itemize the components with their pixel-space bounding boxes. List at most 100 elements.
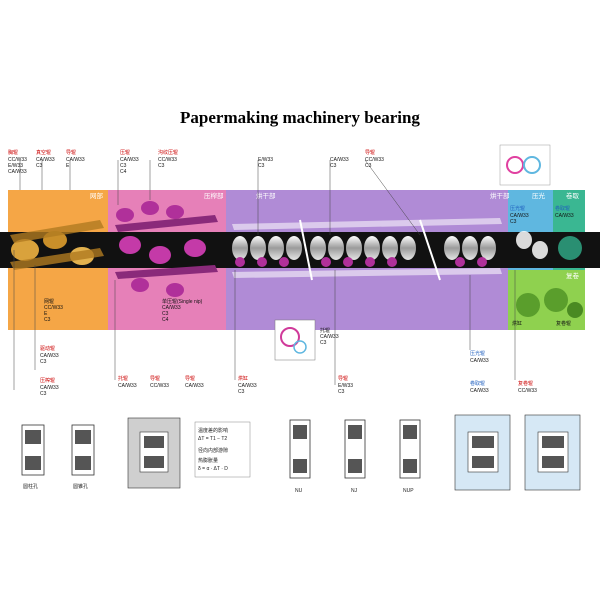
svg-text:CA/W33: CA/W33 — [40, 385, 59, 391]
housed-bearing-unit-1 — [454, 414, 511, 491]
svg-text:CC/W33: CC/W33 — [8, 157, 27, 163]
callout-carrier-roll: 托辊 CA/W33 C3 — [320, 327, 339, 346]
callout-guide-roll-b3: 导辊 E/W33 C3 — [338, 375, 353, 395]
zone-label-press: 压榨部 — [204, 191, 224, 200]
svg-text:CA/W33: CA/W33 — [320, 334, 339, 340]
callout-single-nip: 单压辊(Single nip) CA/W33 C3 C4 — [162, 298, 203, 323]
svg-text:CC/W33: CC/W33 — [44, 305, 63, 311]
callout-winder-b: 复卷辊 CC/W33 — [518, 380, 537, 394]
svg-text:CA/W33: CA/W33 — [118, 383, 137, 389]
callout-press-roll-b: 压榨辊 CA/W33 C3 — [40, 377, 59, 397]
spherical-bearing-cylindrical-bore: 圆柱孔 — [21, 424, 45, 490]
callout-reel-roll: 卷取辊 CA/W33 — [555, 205, 574, 219]
svg-text:单压辊(Single nip): 单压辊(Single nip) — [162, 298, 203, 305]
callout-guide-roll-b1: 导辊 CC/W33 — [150, 375, 169, 389]
cylindrical-bearing-nu: NU — [289, 419, 311, 494]
svg-text:C3: C3 — [320, 340, 327, 346]
svg-text:C3: C3 — [238, 389, 245, 395]
svg-text:C3: C3 — [158, 163, 165, 169]
svg-text:卷取辊: 卷取辊 — [470, 380, 485, 387]
svg-text:NU: NU — [295, 488, 303, 494]
svg-text:C3: C3 — [162, 311, 169, 317]
svg-text:卷取辊: 卷取辊 — [555, 205, 570, 212]
svg-text:压光辊: 压光辊 — [510, 205, 525, 212]
cylindrical-bearing-nup: NUP — [399, 419, 421, 494]
callout-dryer-top-2: CA/W33 C3 — [330, 157, 349, 169]
clearance-formula: 温度差的影响 ΔT = T1 − T2 径向内部游隙 热膨胀量 δ = α · … — [194, 421, 251, 478]
zone-label-dryer-1: 烘干部 — [256, 191, 276, 200]
svg-text:C3: C3 — [40, 391, 47, 397]
roll-arrangement-inset — [499, 144, 587, 186]
svg-text:沟纹压辊: 沟纹压辊 — [158, 149, 178, 156]
svg-text:CA/W33: CA/W33 — [470, 358, 489, 364]
cylindrical-bearing-nj: NJ — [344, 419, 366, 494]
bearing-sections: 圆柱孔 圆锥孔 温度差的影响 ΔT = T1 − T2 径向内部游隙 热膨胀量 … — [21, 414, 581, 494]
zone-label-calender: 压光 — [532, 191, 546, 200]
svg-text:导辊: 导辊 — [338, 375, 348, 382]
callout-press-roll: 压辊 CA/W33 C3 C4 — [120, 149, 139, 175]
svg-text:C3: C3 — [44, 317, 51, 323]
svg-text:CA/W33: CA/W33 — [555, 213, 574, 219]
callout-guide-roll-1: 导辊 CA/W33 E — [66, 149, 85, 169]
zone-label-winder: 复卷 — [566, 271, 580, 280]
svg-text:CC/W33: CC/W33 — [365, 157, 384, 163]
svg-text:CA/W33: CA/W33 — [120, 157, 139, 163]
zone-label-wire: 网部 — [90, 191, 104, 200]
svg-text:驱动辊: 驱动辊 — [40, 345, 55, 352]
svg-text:导辊: 导辊 — [365, 149, 375, 156]
page-title: Papermaking machinery bearing — [180, 108, 420, 127]
dryer-section-cylinders — [232, 218, 502, 281]
svg-text:NJ: NJ — [351, 488, 358, 494]
svg-text:圆锥孔: 圆锥孔 — [73, 483, 88, 490]
svg-text:CA/W33: CA/W33 — [185, 383, 204, 389]
svg-text:胸辊: 胸辊 — [8, 149, 18, 156]
svg-text:热膨胀量: 热膨胀量 — [198, 457, 218, 464]
svg-text:托辊: 托辊 — [320, 327, 330, 334]
svg-text:C3: C3 — [40, 359, 47, 365]
svg-text:烘缸: 烘缸 — [238, 375, 248, 382]
svg-text:复卷辊: 复卷辊 — [556, 320, 571, 327]
callout-winder-roll: 复卷辊 — [556, 320, 571, 327]
svg-text:复卷辊: 复卷辊 — [518, 380, 533, 387]
svg-text:压光辊: 压光辊 — [470, 350, 485, 357]
callout-calender-roll: 压光辊 CA/W33 C3 — [510, 205, 529, 225]
svg-text:烘缸: 烘缸 — [512, 320, 522, 327]
winder-rolls — [516, 288, 583, 318]
svg-text:导辊: 导辊 — [185, 375, 195, 382]
svg-text:C3: C3 — [365, 163, 372, 169]
svg-text:压榨辊: 压榨辊 — [40, 377, 55, 384]
svg-text:C3: C3 — [258, 163, 265, 169]
svg-text:CA/W33: CA/W33 — [238, 383, 257, 389]
callout-dryer-b: 烘缸 CA/W33 C3 — [238, 375, 257, 395]
svg-text:ΔT = T1 − T2: ΔT = T1 − T2 — [198, 436, 227, 442]
wire-section-rolls — [10, 220, 104, 270]
svg-text:压辊: 压辊 — [120, 149, 130, 156]
svg-text:E/W33: E/W33 — [338, 383, 353, 389]
housed-bearing-unit-2 — [524, 414, 581, 491]
leader-lines — [13, 159, 516, 390]
svg-text:CA/W33: CA/W33 — [162, 305, 181, 311]
svg-text:CA/W33: CA/W33 — [66, 157, 85, 163]
svg-text:E: E — [66, 163, 70, 169]
papermaking-machine-diagram: 网部 压榨部 烘干部 烘干部 压光 卷取 复卷 — [0, 144, 600, 397]
svg-text:E/W33: E/W33 — [8, 163, 23, 169]
callout-wire-roll: 网辊 CC/W33 E C3 — [44, 298, 63, 323]
svg-text:CA/W33: CA/W33 — [330, 157, 349, 163]
svg-text:真空辊: 真空辊 — [36, 149, 51, 156]
calender-reel-rolls — [516, 231, 582, 260]
callout-guide-roll-2: 导辊 CC/W33 C3 — [365, 149, 384, 169]
svg-text:E: E — [44, 311, 48, 317]
svg-text:CA/W33: CA/W33 — [36, 157, 55, 163]
svg-text:C3: C3 — [36, 163, 43, 169]
svg-text:C3: C3 — [120, 163, 127, 169]
svg-text:网辊: 网辊 — [44, 298, 54, 305]
svg-text:径向内部游隙: 径向内部游隙 — [198, 447, 228, 454]
zone-label-dryer-2: 烘干部 — [490, 191, 510, 200]
bearing-housing-section — [127, 417, 181, 489]
svg-text:C4: C4 — [120, 169, 127, 175]
svg-text:导辊: 导辊 — [150, 375, 160, 382]
callout-vacuum-roll: 真空辊 CA/W33 C3 — [36, 149, 55, 169]
svg-text:δ = α · ΔT · D: δ = α · ΔT · D — [198, 466, 228, 472]
callout-grooved-press-roll: 沟纹压辊 CC/W33 C3 — [158, 149, 178, 169]
svg-text:CC/W33: CC/W33 — [158, 157, 177, 163]
